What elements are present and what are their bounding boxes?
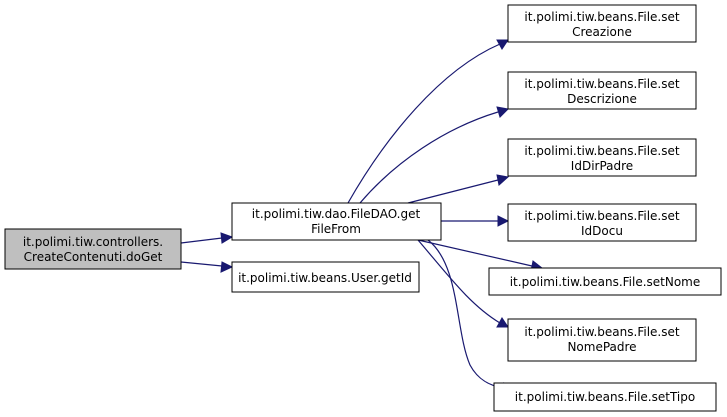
node-label-line2: IdDocu <box>581 224 623 238</box>
arrowhead <box>496 39 509 50</box>
node-label-line1: it.polimi.tiw.beans.File.set <box>524 209 679 223</box>
node-createcontenuti-doget[interactable]: it.polimi.tiw.controllers. CreateContenu… <box>4 228 182 270</box>
edge-dogget-to-getfilefrom <box>180 237 223 244</box>
edge-getfilefrom-to-setdescrizione <box>359 111 499 204</box>
node-label-line2: IdDirPadre <box>571 159 633 173</box>
arrowhead <box>496 106 510 118</box>
node-label-line2: Descrizione <box>567 92 637 106</box>
arrowhead <box>496 174 510 186</box>
node-label-line1: it.polimi.tiw.beans.File.set <box>524 325 679 339</box>
node-label-line1: it.polimi.tiw.beans.File.setTipo <box>515 390 695 404</box>
edge-getfilefrom-to-setnomepadre <box>417 239 501 324</box>
node-file-setdescrizione[interactable]: it.polimi.tiw.beans.File.set Descrizione <box>507 71 697 110</box>
node-label-line1: it.polimi.tiw.beans.File.setNome <box>510 275 701 289</box>
node-filedao-getfilefrom[interactable]: it.polimi.tiw.dao.FileDAO.get FileFrom <box>231 202 442 241</box>
node-label-line1: it.polimi.tiw.beans.User.getId <box>238 271 412 285</box>
arrowhead <box>220 261 234 273</box>
node-label-line1: it.polimi.tiw.beans.File.set <box>524 77 679 91</box>
arrowhead <box>496 317 509 328</box>
edges <box>180 39 544 394</box>
node-file-settipo[interactable]: it.polimi.tiw.beans.File.setTipo <box>493 382 717 412</box>
node-file-setcreazione[interactable]: it.polimi.tiw.beans.File.set Creazione <box>507 4 697 43</box>
node-label-line2: Creazione <box>572 25 632 39</box>
arrowhead <box>220 232 234 244</box>
node-label-line1: it.polimi.tiw.beans.File.set <box>524 10 679 24</box>
node-file-setnomepadre[interactable]: it.polimi.tiw.beans.File.set NomePadre <box>507 318 697 362</box>
edge-getfilefrom-to-setiddirpadre <box>407 179 499 204</box>
node-file-setiddirpadre[interactable]: it.polimi.tiw.beans.File.set IdDirPadre <box>507 138 697 177</box>
edge-getfilefrom-to-settipo <box>427 239 505 389</box>
edge-getfilefrom-to-setcreazione <box>347 43 501 204</box>
node-label-line2: FileFrom <box>311 222 361 236</box>
edge-getfilefrom-to-setnome <box>417 239 533 267</box>
node-label-line1: it.polimi.tiw.controllers. <box>23 235 163 249</box>
node-file-setiddocu[interactable]: it.polimi.tiw.beans.File.set IdDocu <box>507 203 697 242</box>
arrowhead <box>497 215 510 227</box>
node-user-getid[interactable]: it.polimi.tiw.beans.User.getId <box>231 261 420 293</box>
node-label-line1: it.polimi.tiw.beans.File.set <box>524 144 679 158</box>
node-label-line2: NomePadre <box>567 340 636 354</box>
node-file-setnome[interactable]: it.polimi.tiw.beans.File.setNome <box>488 267 722 296</box>
edge-dogget-to-getid <box>180 261 223 267</box>
node-label-line2: CreateContenuti.doGet <box>24 250 163 264</box>
node-label-line1: it.polimi.tiw.dao.FileDAO.get <box>252 207 421 221</box>
